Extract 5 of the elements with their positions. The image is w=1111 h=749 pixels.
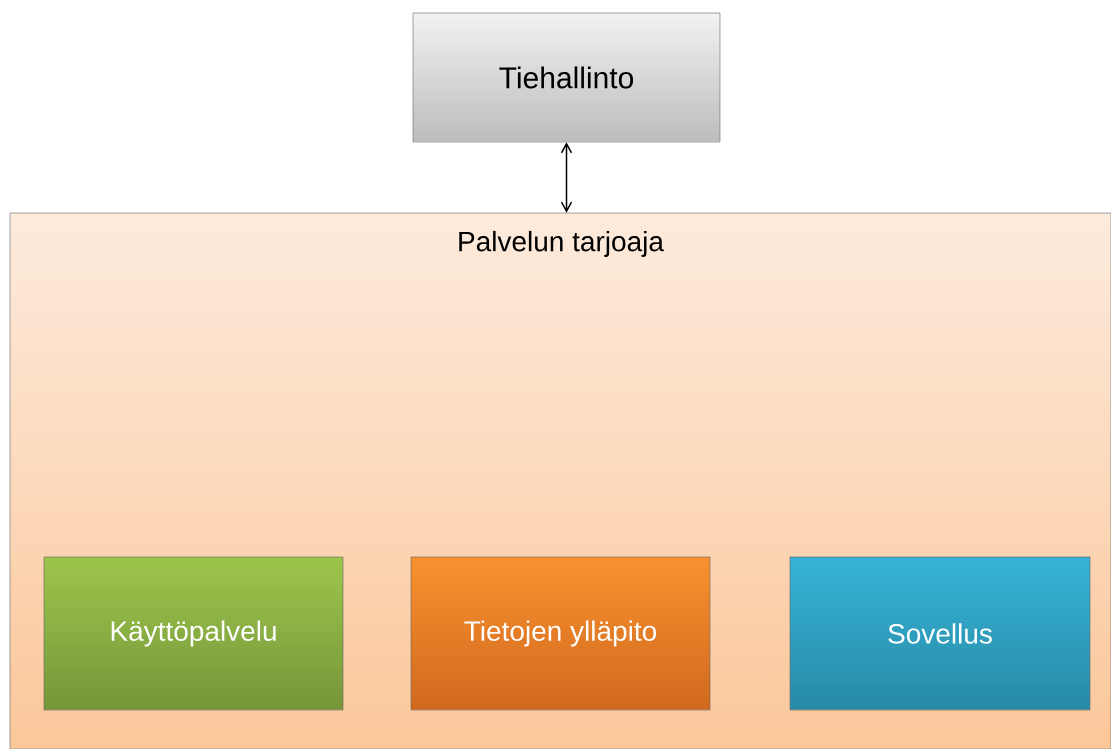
process-box: Käyttöpalvelu <box>43 556 344 711</box>
arrow <box>560 142 573 213</box>
process-box: Tiehallinto <box>412 12 721 143</box>
process-box: Sovellus <box>789 556 1091 711</box>
process-box: Tietojen ylläpito <box>410 556 711 711</box>
